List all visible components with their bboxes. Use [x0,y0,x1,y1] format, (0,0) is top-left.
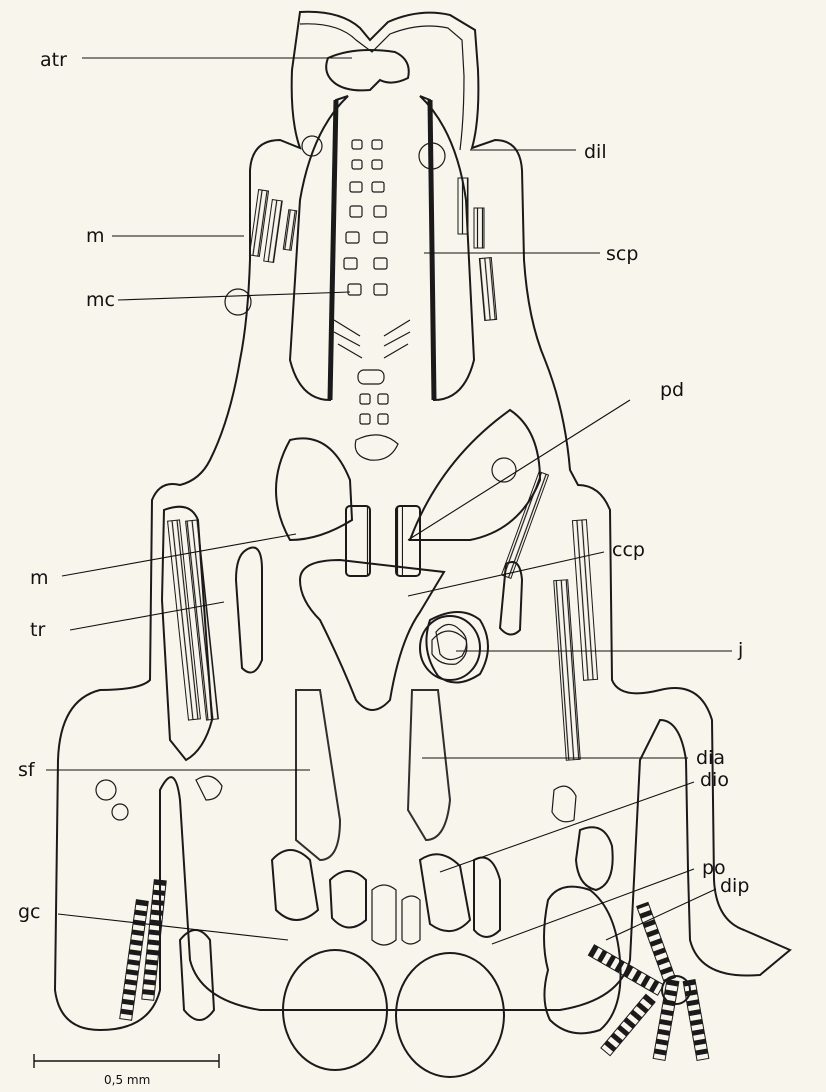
leader-lines [46,58,732,944]
label-tr: tr [30,619,45,641]
label-mc: mc [86,289,115,311]
label-dio: dio [700,769,729,791]
label-pd: pd [660,379,684,401]
muscle-fans [276,410,540,540]
label-m-lower: m [30,567,49,589]
jaw-structure [420,616,480,680]
scale-bar: 0,5 mm [34,1054,219,1087]
lateral-structures [162,458,598,760]
label-sf: sf [18,759,36,781]
diaphragm-rays [588,902,708,1060]
germ-cell-masses [283,950,504,1077]
label-atr: atr [40,49,67,71]
labels: atr dil m scp mc pd m ccp tr j dia sf di… [18,49,749,923]
label-gc: gc [18,901,41,923]
label-dia: dia [696,747,725,769]
stylet-folds [272,690,613,945]
median-cells [334,140,410,460]
label-m-upper: m [86,225,105,247]
label-ccp: ccp [612,539,645,561]
scale-bar-label: 0,5 mm [104,1073,150,1087]
label-dip: dip [720,875,749,897]
atrium [326,50,409,90]
label-scp: scp [606,243,638,265]
label-dil: dil [584,141,607,163]
label-j: j [737,639,743,661]
